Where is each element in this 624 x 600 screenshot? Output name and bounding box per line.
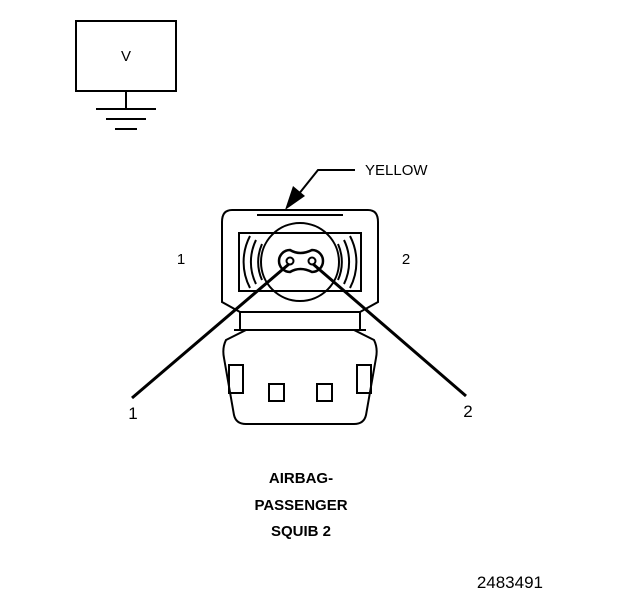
figure-id: 2483491 (477, 573, 543, 592)
callout-arrowhead (285, 186, 305, 210)
cavity-label-left: 1 (177, 251, 185, 268)
terminal-pin-1 (285, 256, 295, 266)
probe-lead-1 (131, 262, 290, 400)
voltmeter-symbol: V (75, 20, 177, 130)
wire-color-callout: YELLOW (285, 162, 428, 210)
terminal-cavity (277, 248, 325, 274)
connector-name: AIRBAG- PASSENGER SQUIB 2 (254, 470, 347, 540)
connector-body (221, 209, 379, 425)
connector-name-line-1: AIRBAG- (269, 470, 333, 487)
ground-icon (96, 108, 156, 130)
probe-label-2: 2 (463, 402, 472, 421)
voltmeter-label: V (121, 48, 131, 65)
terminal-face (242, 222, 358, 302)
connector-name-line-3: SQUIB 2 (271, 523, 331, 540)
callout-leader (297, 169, 355, 196)
terminal-pin-2 (307, 256, 317, 266)
probe-lead-2 (312, 262, 467, 398)
connector-name-line-2: PASSENGER (254, 497, 347, 514)
wire-color-label: YELLOW (365, 162, 428, 179)
probe-label-1: 1 (128, 404, 137, 423)
cavity-label-right: 2 (402, 251, 410, 268)
